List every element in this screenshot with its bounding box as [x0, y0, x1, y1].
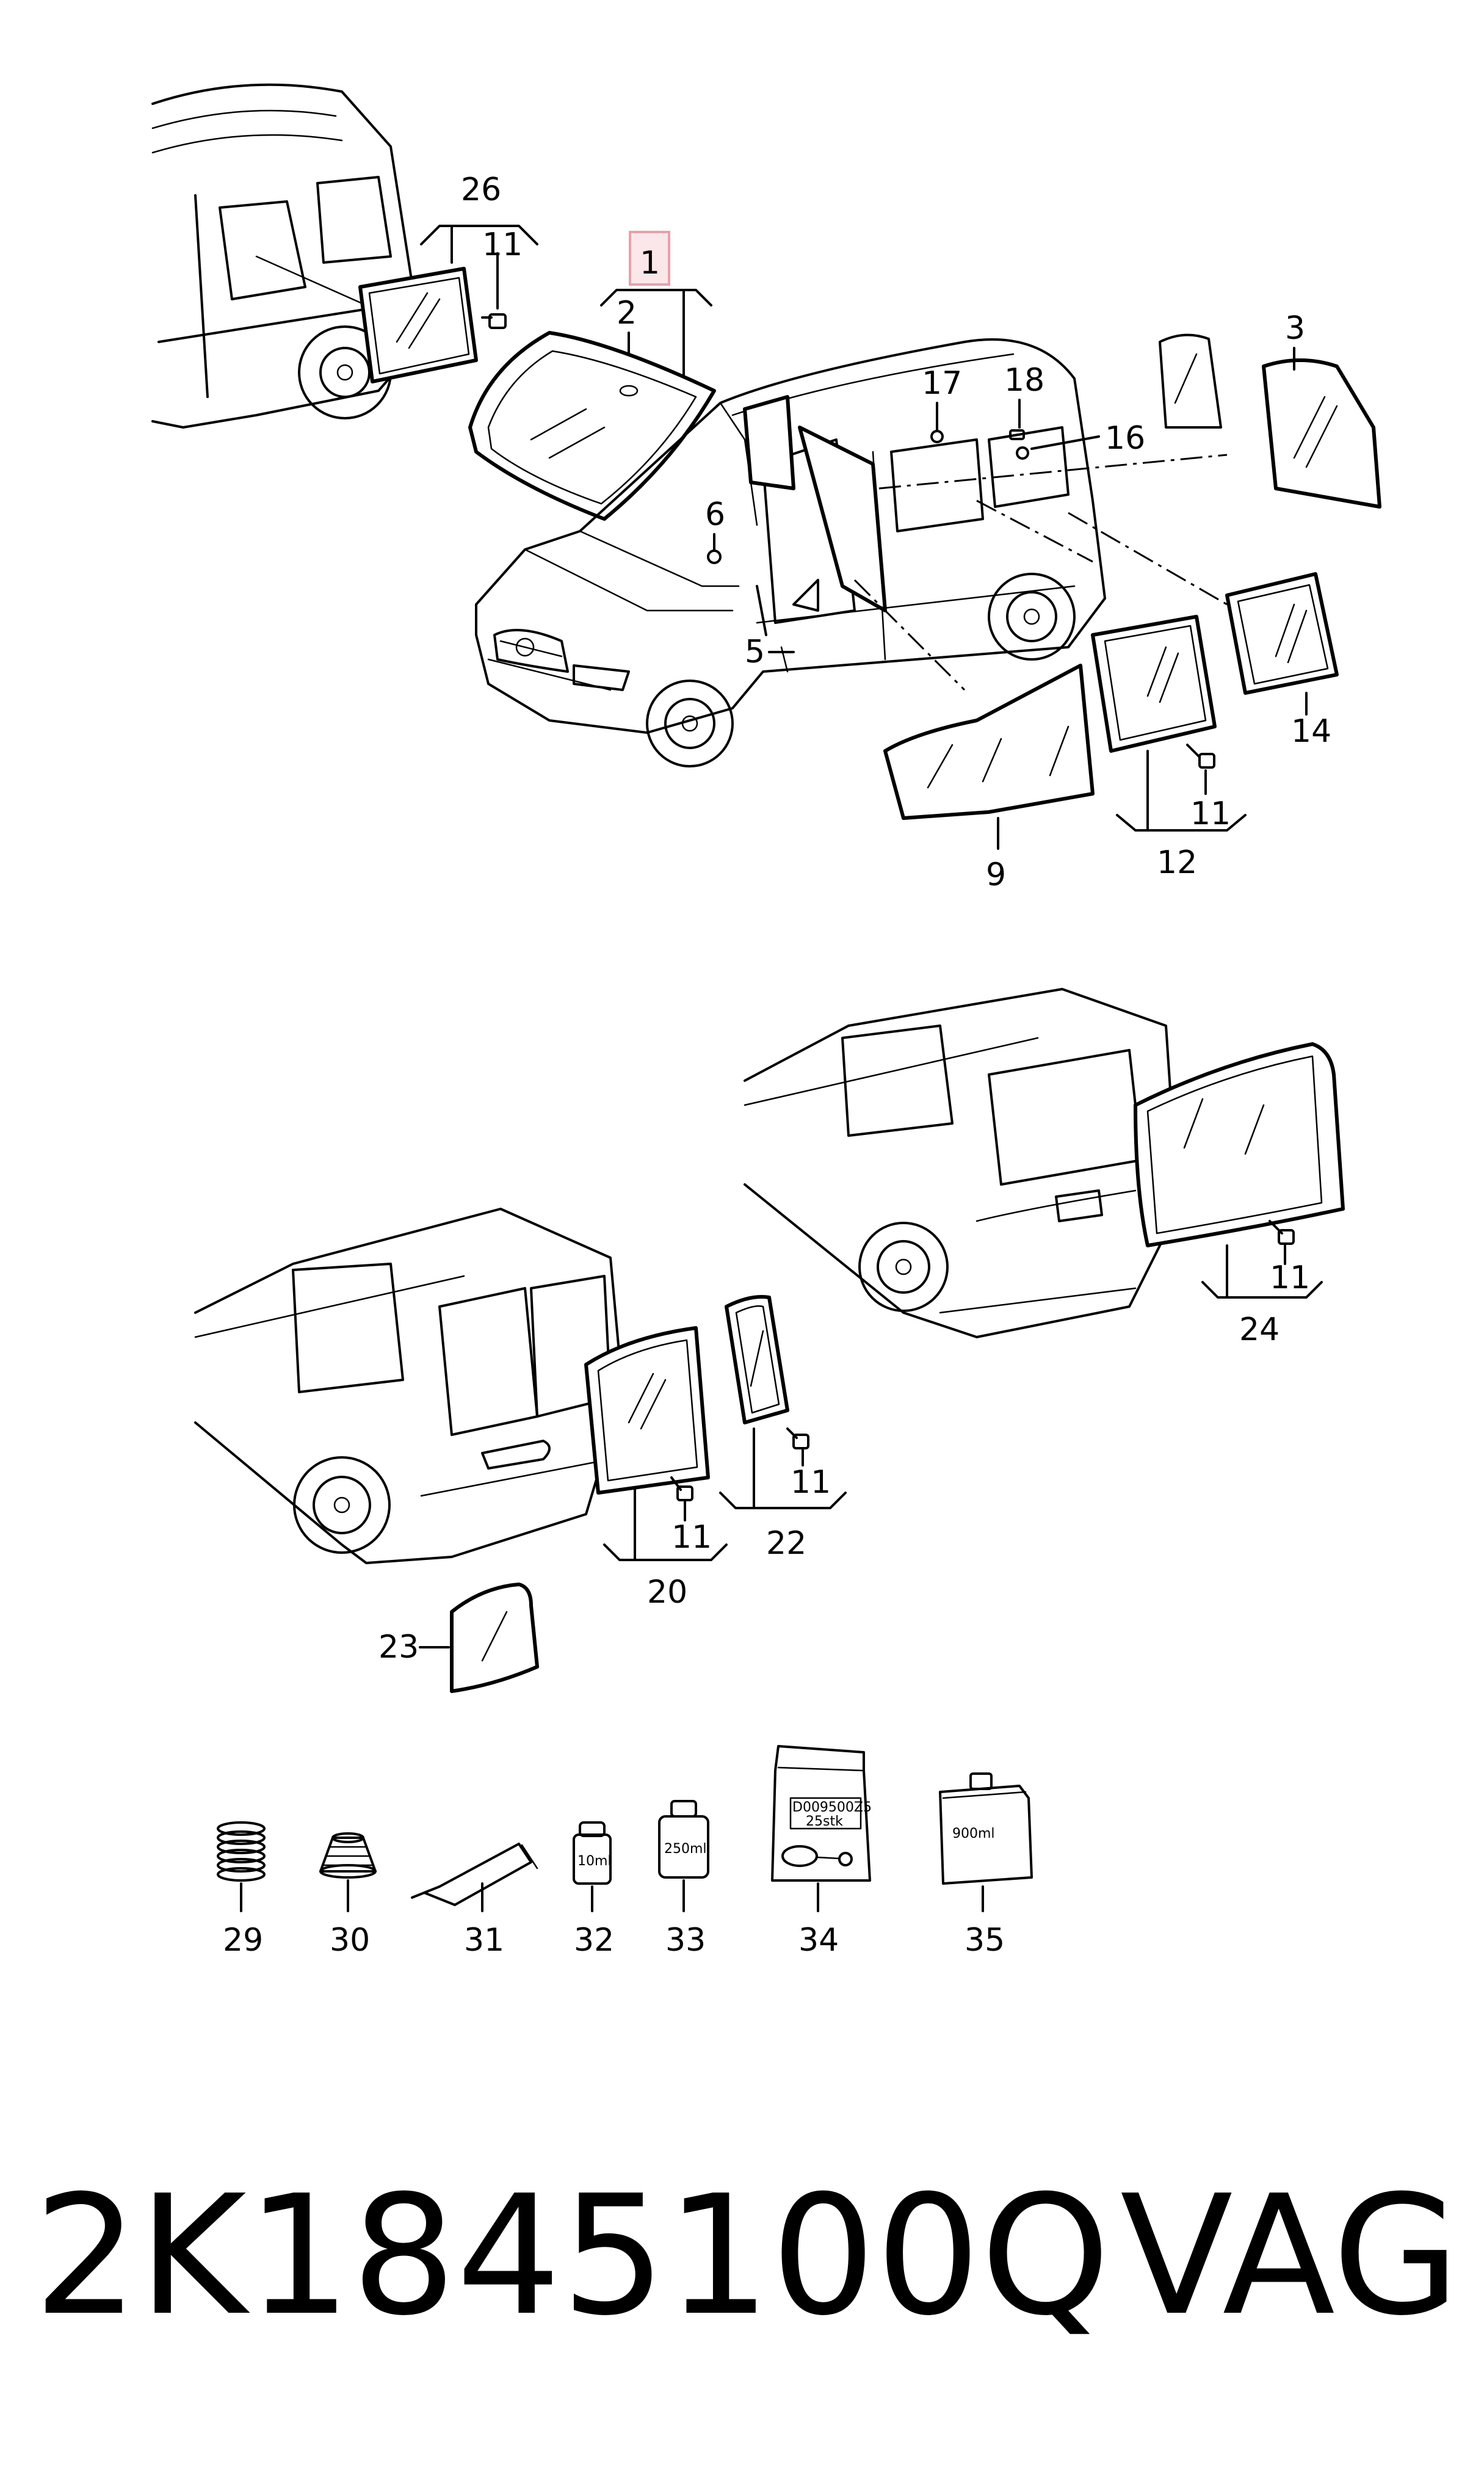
- bag-code-label: D009500Z5: [792, 1800, 872, 1815]
- bolt-11-door-left: [670, 1476, 693, 1501]
- primer-bottle-32: 10ml: [573, 1821, 612, 1885]
- bracket-24: [1201, 1281, 1323, 1299]
- callout-11-door-right: 11: [791, 1464, 831, 1501]
- van-rear-barn-door-illustration: [194, 1208, 624, 1564]
- callout-29: 29: [223, 1922, 263, 1959]
- bolt-11-tailgate: [1269, 1220, 1295, 1245]
- callout-22: 22: [766, 1525, 806, 1562]
- van-rear-tailgate-illustration: [744, 988, 1179, 1338]
- callout-3: 3: [1285, 310, 1305, 347]
- part-number: 2K1845100Q: [34, 2160, 1110, 2352]
- callout-9: 9: [986, 857, 1006, 893]
- adhesive-tube-31: [411, 1843, 538, 1906]
- side-glass-9: [883, 664, 1095, 820]
- rear-side-glass-26: [358, 267, 478, 383]
- can-volume-label: 250ml: [664, 1841, 707, 1857]
- callout-18: 18: [1004, 362, 1044, 399]
- cleaner-canister-35: 900ml: [939, 1772, 1033, 1885]
- callout-2: 2: [617, 295, 637, 332]
- bracket-12: [1116, 814, 1247, 832]
- callout-31: 31: [464, 1922, 504, 1959]
- callout-20: 20: [647, 1574, 687, 1611]
- spacer-spiral-29: [217, 1821, 266, 1882]
- bolt-11-side: [1186, 744, 1215, 769]
- side-glass-14: [1225, 572, 1339, 695]
- canister-volume-label: 900ml: [952, 1826, 995, 1841]
- callout-17: 17: [922, 365, 962, 402]
- bracket-22: [719, 1492, 847, 1509]
- quarter-glass-3: [1159, 333, 1381, 509]
- side-glass-12: [1091, 615, 1217, 753]
- door-glass-20: [584, 1326, 710, 1495]
- bracket-20: [603, 1543, 728, 1561]
- bag-qty-label: 25stk: [806, 1814, 843, 1829]
- bracket-26: [420, 225, 538, 264]
- callout-34: 34: [798, 1922, 839, 1959]
- tailgate-glass-24: [1134, 1042, 1345, 1247]
- callout-23: 23: [378, 1629, 419, 1666]
- callout-1-highlight: [629, 231, 670, 286]
- door-glass-22: [725, 1295, 789, 1424]
- callout-16: 16: [1105, 420, 1145, 457]
- windscreen-glass-2: [468, 331, 716, 521]
- callout-5: 5: [745, 634, 765, 670]
- parts-bag-34: D009500Z5 25stk: [771, 1745, 872, 1882]
- bracket-1: [600, 289, 712, 306]
- sealing-cone-30: [319, 1832, 377, 1879]
- callout-11-tailgate: 11: [1270, 1260, 1310, 1296]
- callout-32: 32: [574, 1922, 614, 1959]
- car-front-illustration: [475, 338, 1106, 767]
- callout-11-top-left: 11: [482, 227, 523, 263]
- callout-14: 14: [1291, 713, 1331, 750]
- callout-24: 24: [1239, 1311, 1279, 1348]
- callout-30: 30: [330, 1922, 370, 1959]
- fixed-glass-23: [450, 1583, 539, 1693]
- callout-11-side: 11: [1190, 796, 1231, 832]
- primer-can-33: 250ml: [658, 1800, 709, 1879]
- callout-12: 12: [1157, 844, 1197, 881]
- bottle-volume-label: 10ml: [577, 1854, 612, 1869]
- brand-name: VAG: [1120, 2160, 1460, 2352]
- callout-35: 35: [965, 1922, 1005, 1959]
- callout-11-door-left: 11: [671, 1519, 712, 1556]
- callout-6: 6: [705, 496, 725, 533]
- callout-1: 1: [640, 245, 660, 281]
- bolt-11-top-left: [481, 252, 507, 329]
- clip-6: [707, 549, 722, 564]
- bolt-11-door-right: [786, 1427, 809, 1449]
- callout-26: 26: [461, 172, 501, 208]
- callout-33: 33: [665, 1922, 706, 1959]
- door-glass-front-5: [743, 395, 887, 612]
